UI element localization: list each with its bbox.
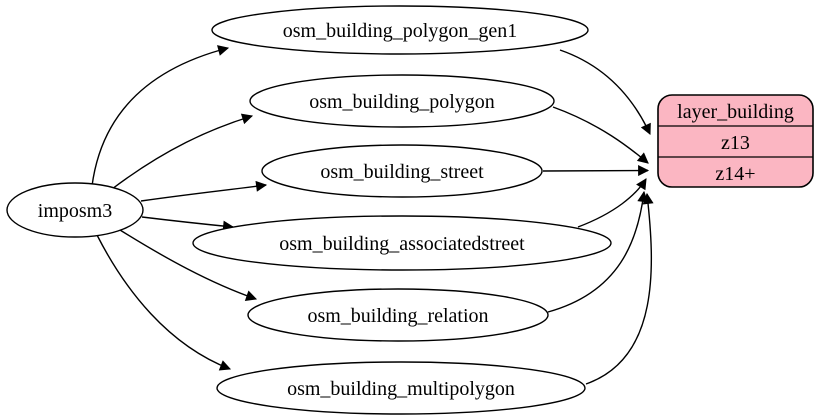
table-label: osm_building_polygon (309, 91, 495, 113)
node-osm-building-associatedstreet: osm_building_associatedstreet (192, 215, 612, 271)
node-osm-building-street: osm_building_street (261, 144, 543, 198)
edge-imposm3-polygon (111, 113, 254, 190)
edge-polygon-z14 (552, 106, 649, 164)
table-label: osm_building_relation (307, 305, 488, 327)
layer-building-title: layer_building (677, 101, 794, 123)
edges-tables-to-layer (542, 49, 654, 385)
edge-polygon-gen1-z13 (559, 49, 651, 135)
edge-associatedstreet-z14 (577, 178, 647, 228)
table-label: osm_building_street (320, 161, 484, 183)
table-ellipse (211, 5, 589, 55)
imposm3-ellipse (6, 182, 144, 238)
layer-building-row-z13: z13 (721, 132, 750, 154)
node-osm-building-multipolygon: osm_building_multipolygon (216, 361, 586, 415)
edges-source-to-tables (91, 45, 268, 371)
table-ellipse (261, 144, 543, 198)
layer-building-row-z14: z14+ (715, 163, 755, 185)
edge-relation-z14 (547, 190, 649, 313)
table-ellipse (192, 215, 612, 271)
node-osm-building-polygon: osm_building_polygon (249, 74, 555, 128)
edge-imposm3-associatedstreet (141, 216, 235, 232)
table-label: osm_building_associatedstreet (279, 233, 525, 255)
node-imposm3: imposm3 (6, 182, 144, 238)
table-ellipse (249, 74, 555, 128)
edge-street-z14 (542, 165, 650, 177)
imposm3-label: imposm3 (38, 200, 112, 222)
edge-multipolygon-z14 (585, 192, 654, 385)
node-osm-building-relation: osm_building_relation (247, 288, 549, 342)
edge-imposm3-street (140, 180, 268, 202)
edge-imposm3-relation (119, 229, 258, 301)
edge-imposm3-multipolygon (96, 234, 232, 371)
node-osm-building-polygon-gen1: osm_building_polygon_gen1 (211, 5, 589, 55)
table-label: osm_building_polygon_gen1 (283, 20, 517, 42)
table-label: osm_building_multipolygon (287, 378, 515, 400)
node-layer-building: layer_building z13 z14+ (657, 94, 814, 188)
layer-building-box (657, 94, 814, 188)
table-ellipse (216, 361, 586, 415)
edge-imposm3-polygon-gen1 (91, 45, 230, 187)
table-ellipse (247, 288, 549, 342)
